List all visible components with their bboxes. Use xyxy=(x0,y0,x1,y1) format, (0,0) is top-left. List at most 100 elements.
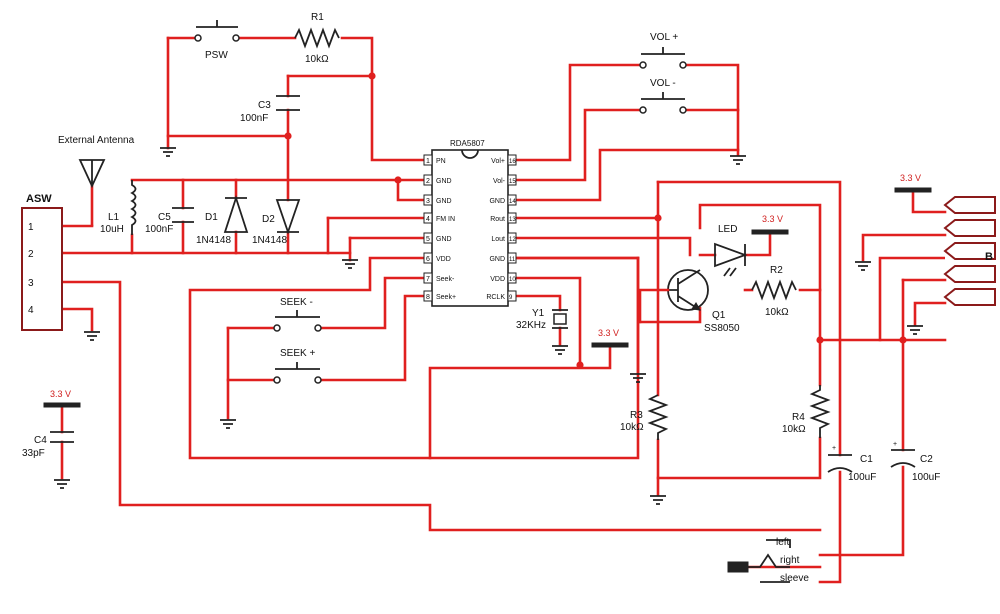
chip-pin xyxy=(423,212,433,224)
c5-name: C5 xyxy=(158,212,171,223)
inductor-l1: L1 10uH xyxy=(100,180,137,235)
chip-pin xyxy=(423,154,433,166)
vol-minus-label: VOL - xyxy=(650,78,676,89)
d1-value: 1N4148 xyxy=(196,235,231,246)
d1-name: D1 xyxy=(205,212,218,223)
chip-pin-number: 5 xyxy=(426,236,430,243)
r3-value: 10kΩ xyxy=(620,422,644,433)
diode-d2: D2 1N4148 xyxy=(252,199,301,246)
capacitor-c2: + C2 100uF xyxy=(890,441,940,483)
asw-connector: ASW 1 2 3 4 xyxy=(21,193,63,331)
chip-pin-label: Rout xyxy=(490,216,505,223)
asw-pin: 3 xyxy=(28,278,34,289)
b-label: B xyxy=(985,251,993,263)
ground-icon xyxy=(552,345,568,355)
seek-minus-label: SEEK - xyxy=(280,297,313,308)
junction xyxy=(816,336,824,344)
chip-pin xyxy=(507,272,517,284)
antenna: External Antenna xyxy=(58,135,135,189)
ground-icon xyxy=(855,261,871,271)
chip-pin-number: 2 xyxy=(426,178,430,185)
chip-pin-label: RCLK xyxy=(486,294,505,301)
ground-icon xyxy=(220,419,236,429)
chip-pin xyxy=(423,174,433,186)
capacitor-c3: C3 100nF xyxy=(240,95,300,124)
chip-pin xyxy=(507,232,517,244)
chip-pin-label: GND xyxy=(436,198,452,205)
crystal-y1: Y1 32KHz xyxy=(516,308,568,331)
supply-c4: 3.3 V xyxy=(43,389,81,408)
ground-icon xyxy=(160,147,176,157)
resistor-r2: R2 10kΩ xyxy=(751,265,797,318)
supply-label: 3.3 V xyxy=(598,328,619,338)
chip-pin xyxy=(507,174,517,186)
ground-symbols xyxy=(54,147,923,505)
vol-minus-button: VOL - xyxy=(639,78,687,114)
ground-icon xyxy=(730,155,746,165)
chip-pin-number: 14 xyxy=(509,199,516,205)
chip-pin xyxy=(423,272,433,284)
y1-name: Y1 xyxy=(532,308,545,319)
chip-pin-number: 9 xyxy=(509,295,513,301)
r1-value: 10kΩ xyxy=(305,54,329,65)
supply-led: 3.3 V xyxy=(751,214,789,235)
chip-pin-number: 11 xyxy=(509,257,516,263)
capacitor-c4: C4 33pF xyxy=(22,431,74,459)
q1-value: SS8050 xyxy=(704,323,740,334)
led-label: LED xyxy=(718,224,737,235)
seek-plus-button: SEEK + xyxy=(273,348,322,384)
psw-label: PSW xyxy=(205,50,228,61)
junction xyxy=(368,72,376,80)
chip-pin-label: GND xyxy=(489,198,505,205)
r2-value: 10kΩ xyxy=(765,307,789,318)
chip-pin-label: VDD xyxy=(436,256,451,263)
q1-name: Q1 xyxy=(712,310,726,321)
supply-b: 3.3 V xyxy=(894,173,932,193)
led: LED xyxy=(714,224,748,277)
c3-name: C3 xyxy=(258,100,271,111)
supply-label: 3.3 V xyxy=(762,214,783,224)
seek-plus-label: SEEK + xyxy=(280,348,315,359)
c2-name: C2 xyxy=(920,454,933,465)
chip-pin-number: 12 xyxy=(509,237,516,243)
chip-pin-number: 1 xyxy=(426,158,430,165)
chip-pin-label: FM IN xyxy=(436,216,455,223)
junction xyxy=(394,176,402,184)
vol-plus-button: VOL + xyxy=(639,32,687,69)
jack-sleeve-label: sleeve xyxy=(780,573,809,584)
chip-name: RDA5807 xyxy=(450,139,485,148)
chip-pin xyxy=(423,252,433,264)
asw-pin: 1 xyxy=(28,222,34,233)
seek-minus-button: SEEK - xyxy=(273,297,322,332)
psw-button: PSW xyxy=(194,20,240,61)
asw-label: ASW xyxy=(26,193,52,205)
asw-pin: 4 xyxy=(28,305,34,316)
ground-icon xyxy=(84,331,100,341)
chip-pin-label: GND xyxy=(436,178,452,185)
jack-right-label: right xyxy=(780,555,800,566)
c2-value: 100uF xyxy=(912,472,940,483)
c5-value: 100nF xyxy=(145,224,173,235)
d2-value: 1N4148 xyxy=(252,235,287,246)
plus-icon: + xyxy=(832,445,836,452)
chip-pin-number: 8 xyxy=(426,294,430,301)
c4-name: C4 xyxy=(34,435,47,446)
c1-name: C1 xyxy=(860,454,873,465)
chip-pin-label: VDD xyxy=(490,276,505,283)
ground-icon xyxy=(630,373,646,383)
vol-plus-label: VOL + xyxy=(650,32,678,43)
c3-value: 100nF xyxy=(240,113,268,124)
junction xyxy=(654,214,662,222)
chip-pin-label: GND xyxy=(489,256,505,263)
b-connector: B xyxy=(943,196,996,306)
junction xyxy=(899,336,907,344)
junction xyxy=(576,361,584,369)
plus-icon: + xyxy=(893,441,897,448)
chip-pin-number: 6 xyxy=(426,256,430,263)
resistor-r1: R1 10kΩ xyxy=(294,12,340,65)
chip-pin-label: Vol- xyxy=(493,178,506,185)
chip-pin-label: Vol+ xyxy=(491,158,505,165)
supply-label: 3.3 V xyxy=(900,173,921,183)
